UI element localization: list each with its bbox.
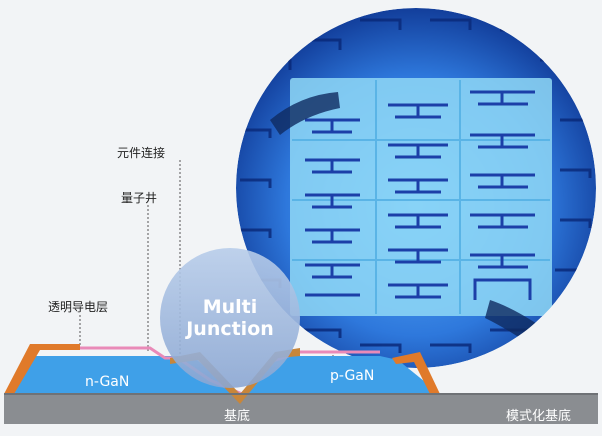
left-contact: [4, 344, 80, 394]
probe-left: [270, 92, 340, 135]
multi-junction-bubble: [160, 248, 300, 388]
bubble-line1: Multi: [202, 296, 258, 318]
n-gan-layer: [4, 356, 440, 398]
label-template-substrate: 模式化基底: [506, 409, 572, 424]
label-component-connection: 元件连接: [117, 146, 166, 160]
label-quantum-well: 量子井: [121, 191, 158, 205]
chip-photo: [236, 8, 596, 368]
label-p-gan: p-GaN: [330, 368, 375, 384]
bubble-line2: Junction: [186, 318, 274, 340]
column-dividers: [292, 80, 550, 314]
label-substrate: 基底: [224, 409, 251, 424]
right-contact: [392, 352, 440, 394]
label-transparent-layer: 透明导电层: [48, 300, 109, 314]
electrode-patterns: [305, 90, 535, 300]
label-n-gan: n-GaN: [85, 374, 130, 390]
substrate-layer: [4, 394, 598, 424]
